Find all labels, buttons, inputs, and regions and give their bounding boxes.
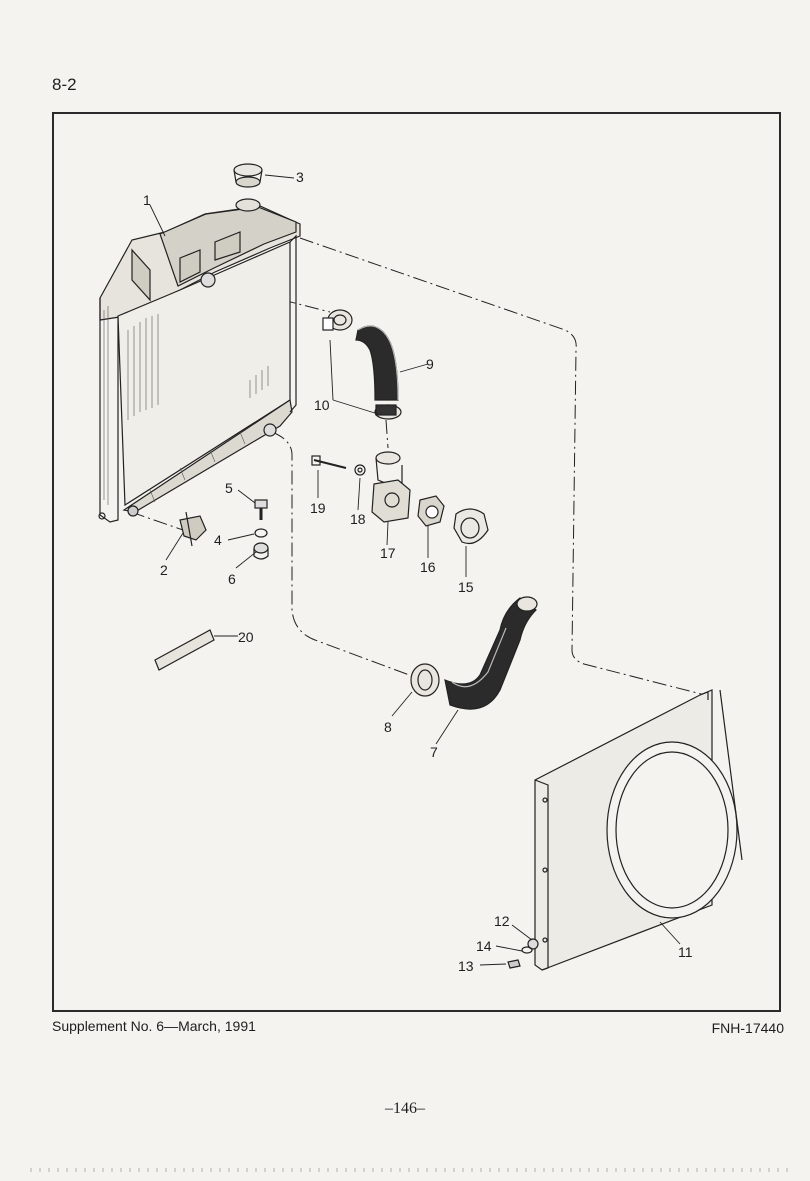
figure-code: FNH-17440 [711, 1020, 784, 1036]
callout-3: 3 [296, 169, 304, 185]
callout-18: 18 [350, 511, 366, 527]
callout-9: 9 [426, 356, 434, 372]
shroud-fastener-icon [507, 938, 539, 969]
lower-hose-clamp-icon [410, 663, 440, 697]
radiator-icon [98, 205, 301, 523]
page-ref: 8-2 [52, 75, 77, 94]
callout-6: 6 [228, 571, 236, 587]
callout-5: 5 [225, 480, 233, 496]
fan-shroud-icon [534, 689, 743, 971]
callout-14: 14 [476, 938, 492, 954]
callout-1: 1 [143, 192, 151, 208]
leader-lines [149, 174, 681, 966]
callout-19: 19 [310, 500, 326, 516]
callout-10: 10 [314, 397, 330, 413]
drain-cock-icon [179, 511, 207, 547]
bolt-washer-icon [253, 499, 269, 560]
callout-15: 15 [458, 579, 474, 595]
callout-13: 13 [458, 958, 474, 974]
callout-12: 12 [494, 913, 510, 929]
thermostat-housing-icon [311, 451, 489, 545]
bar-icon [154, 629, 215, 671]
callout-20: 20 [238, 629, 254, 645]
callout-7: 7 [430, 744, 438, 760]
callout-17: 17 [380, 545, 396, 561]
supplement-note: Supplement No. 6—March, 1991 [52, 1018, 256, 1034]
hose-clamp-icon [322, 309, 402, 420]
callout-4: 4 [214, 532, 222, 548]
page-number: –146– [385, 1100, 425, 1117]
diagram-frame [52, 112, 781, 1012]
radiator-cap-icon [233, 163, 263, 212]
scan-artifact [30, 1168, 790, 1172]
lower-hose-icon [444, 596, 538, 710]
upper-hose-icon [355, 325, 399, 401]
callout-16: 16 [420, 559, 436, 575]
callout-2: 2 [160, 562, 168, 578]
callout-8: 8 [384, 719, 392, 735]
callout-11: 11 [678, 944, 693, 960]
